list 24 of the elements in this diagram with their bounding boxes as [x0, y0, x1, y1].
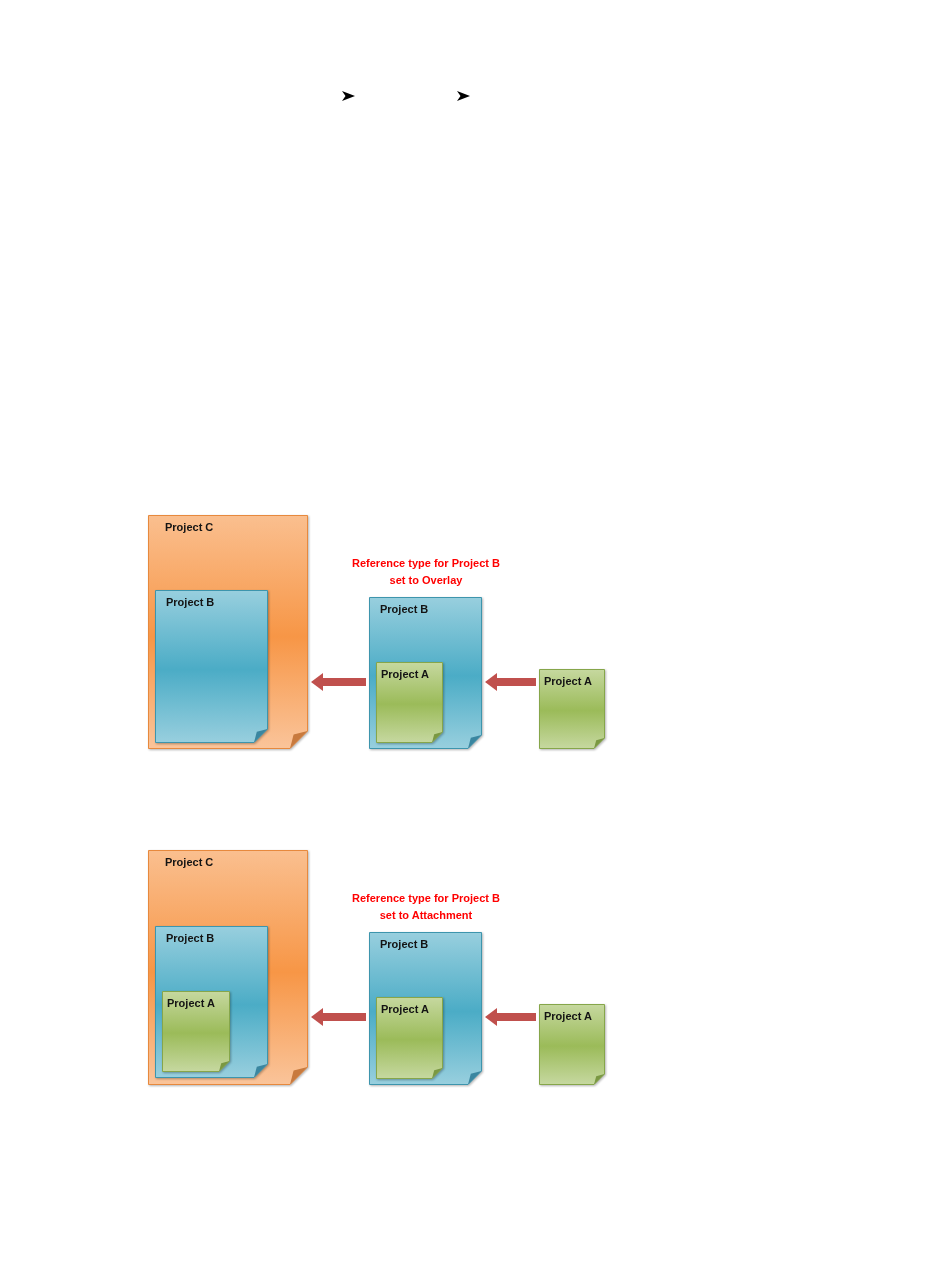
node-title: Project A: [381, 667, 430, 681]
node-title: Project A: [167, 996, 216, 1010]
document-box: [148, 850, 308, 1085]
node-title: Project B: [166, 931, 216, 945]
document-box: [155, 926, 268, 1078]
node-title: Project B: [380, 937, 430, 951]
node-title: Project A: [381, 1002, 430, 1016]
node-title: Project B: [166, 595, 216, 609]
document-box: [539, 669, 605, 749]
node-title: Project C: [165, 855, 215, 869]
document-box: [369, 597, 482, 749]
document-box: [155, 590, 268, 743]
annotation-text: Reference type for Project B set to Overlay: [351, 556, 501, 588]
node-title: Project A: [544, 674, 593, 688]
node-title: Project C: [165, 520, 215, 534]
document-box: [376, 997, 443, 1079]
node-title: Project B: [380, 602, 430, 616]
document-box: [162, 991, 230, 1072]
node-title: Project A: [544, 1009, 593, 1023]
annotation-text: Reference type for Project B set to Attachment: [351, 891, 501, 923]
document-box: [148, 515, 308, 749]
document-box: [539, 1004, 605, 1085]
document-box: [369, 932, 482, 1085]
document-box: [376, 662, 443, 743]
